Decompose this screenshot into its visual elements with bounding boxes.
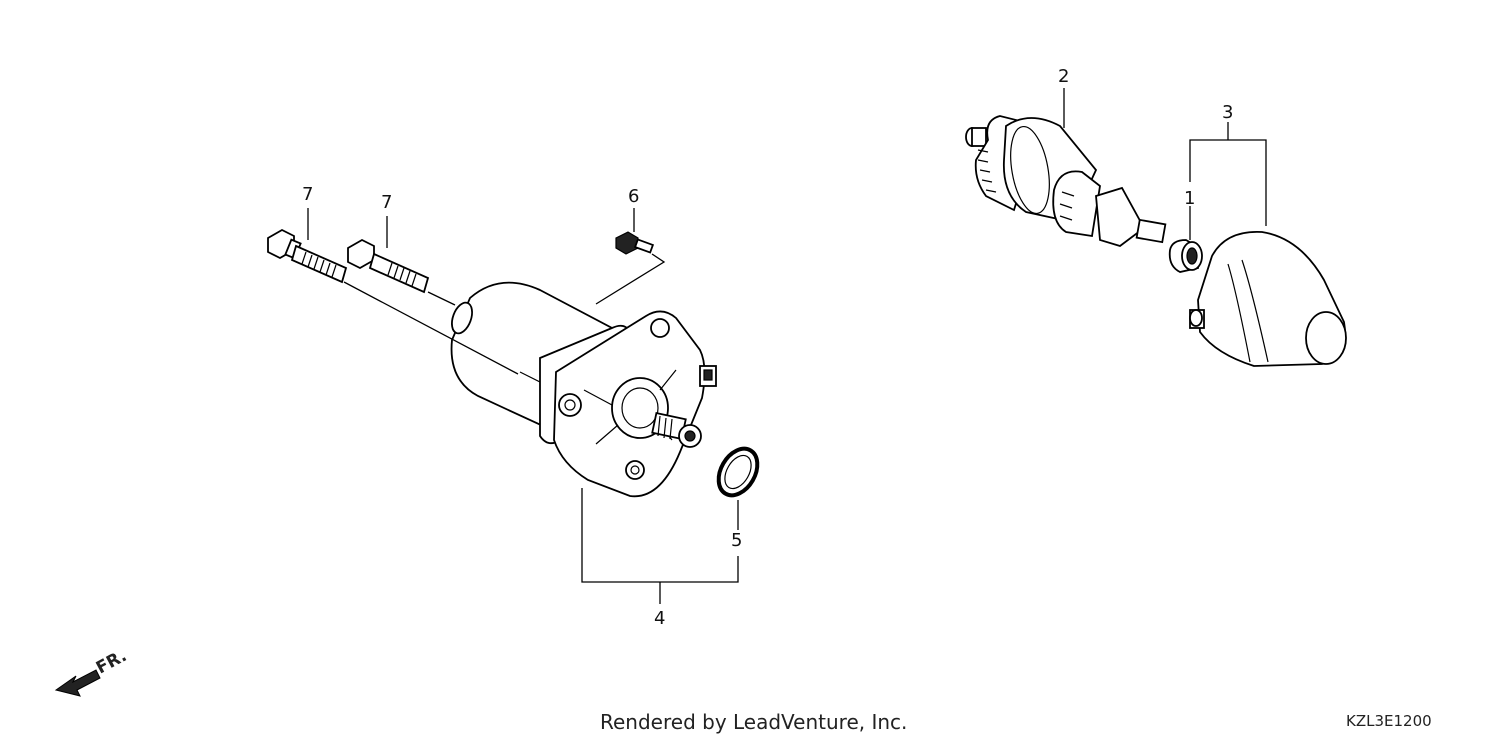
callout-2: 2 [1058,66,1069,87]
front-arrow-icon [54,669,101,697]
starter-motor-part-4[interactable] [448,281,717,498]
diagram-code: KZL3E1200 [1346,712,1432,730]
bolt-part-7a[interactable] [267,228,348,284]
callout-7b: 7 [381,192,392,213]
callout-4: 4 [654,608,665,629]
callout-6: 6 [628,186,639,207]
callout-5: 5 [731,530,742,551]
leader-lines [307,88,1267,604]
rear-cover-part-3[interactable] [1189,231,1347,367]
bolt-part-7b[interactable] [347,238,430,294]
fr-label: FR. [93,646,130,678]
screw-part-6[interactable] [615,231,655,255]
render-credit: Rendered by LeadVenture, Inc. [600,710,908,734]
callout-3: 3 [1222,102,1233,123]
bushing-part-1[interactable] [1168,239,1203,273]
callout-7a: 7 [302,184,313,205]
callout-1: 1 [1184,188,1195,209]
o-ring-part-5[interactable] [711,442,765,502]
starter-drive-part-2[interactable] [965,115,1167,247]
